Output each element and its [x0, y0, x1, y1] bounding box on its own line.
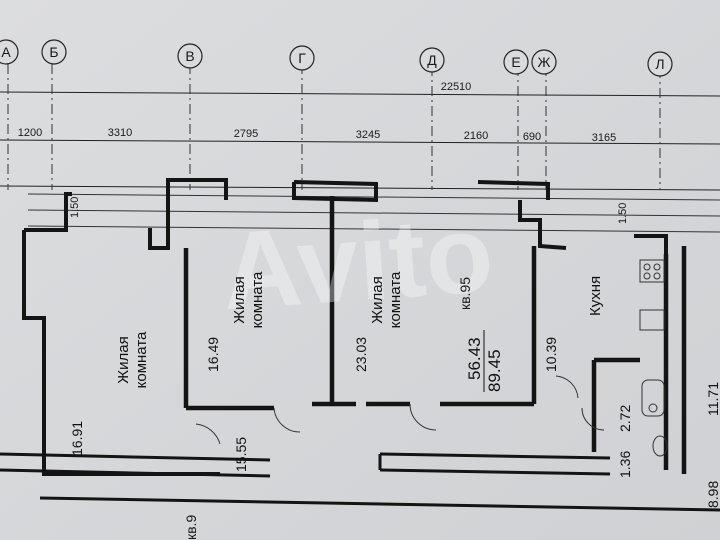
- axis-e: Е: [511, 54, 520, 70]
- axis-d: Д: [427, 52, 437, 68]
- dimension-lines: [0, 91, 720, 191]
- axis-b: Б: [49, 44, 58, 60]
- right-area-2: 8.98: [705, 481, 720, 508]
- right-area: 11.71: [705, 382, 720, 416]
- room-2-label-line2: комната: [249, 271, 266, 328]
- room-1-label-line2: комната: [133, 331, 150, 388]
- dimension-segment: 3165: [592, 132, 616, 144]
- dimension-segments: 1200 3310 2795 3245 2160 690 3165: [18, 127, 616, 144]
- dimension-segment: 2160: [464, 130, 488, 142]
- apartment-number: кв.95: [457, 277, 473, 310]
- room-1-area: 16.91: [69, 421, 85, 456]
- axis-v: В: [185, 48, 194, 64]
- axis-g: Г: [298, 50, 306, 66]
- below-apartment-number: кв.9: [183, 515, 199, 540]
- room-3-area: 23.03: [353, 337, 369, 372]
- bathtub-icon: [641, 379, 665, 417]
- stove-icon: [639, 259, 665, 331]
- dimension-segment: 3310: [108, 127, 132, 139]
- living-area: 56.43: [465, 337, 484, 380]
- room-2: Жилая комната: [231, 271, 266, 328]
- total-area: 89.45: [485, 349, 504, 392]
- axis-lines: [7, 64, 661, 190]
- wc-area: 1.36: [617, 451, 633, 478]
- dimension-segment: 1200: [18, 127, 42, 139]
- door-arcs: [195, 375, 605, 445]
- dimension-segment: 3245: [356, 129, 380, 141]
- bath-area: 2.72: [617, 405, 633, 432]
- inner-walls: [183, 196, 687, 474]
- watermark: Avito: [218, 192, 497, 334]
- room-3: Жилая комната: [369, 271, 404, 328]
- room-2-label-line1: Жилая: [231, 276, 248, 323]
- axis-l: Л: [655, 56, 664, 72]
- toilet-icon: [652, 435, 668, 457]
- axis-bubbles: [0, 39, 673, 77]
- room-1: Жилая комната: [115, 331, 150, 388]
- sill-note-right: 1.50: [617, 203, 629, 224]
- room-1-label-line1: Жилая: [115, 336, 132, 383]
- corridor-walls: [0, 452, 720, 512]
- sill-note-left: 1.50: [69, 197, 81, 218]
- room-3-label-line1: Жилая: [369, 276, 386, 323]
- walls: [22, 178, 668, 476]
- axis-a: А: [1, 44, 11, 60]
- room-2-area: 16.49: [205, 337, 221, 372]
- kitchen-label: Кухня: [587, 276, 604, 316]
- dimension-segment: 690: [523, 131, 541, 143]
- axis-labels: А Б В Г Д Е Ж Л: [1, 44, 664, 72]
- room-3-label-line2: комната: [387, 271, 404, 328]
- dimension-segment: 2795: [234, 128, 258, 140]
- axis-zh: Ж: [538, 54, 551, 70]
- hall-area: 15.55: [233, 437, 249, 472]
- kitchen-area: 10.39: [543, 337, 559, 372]
- dimension-total: 22510: [441, 81, 472, 93]
